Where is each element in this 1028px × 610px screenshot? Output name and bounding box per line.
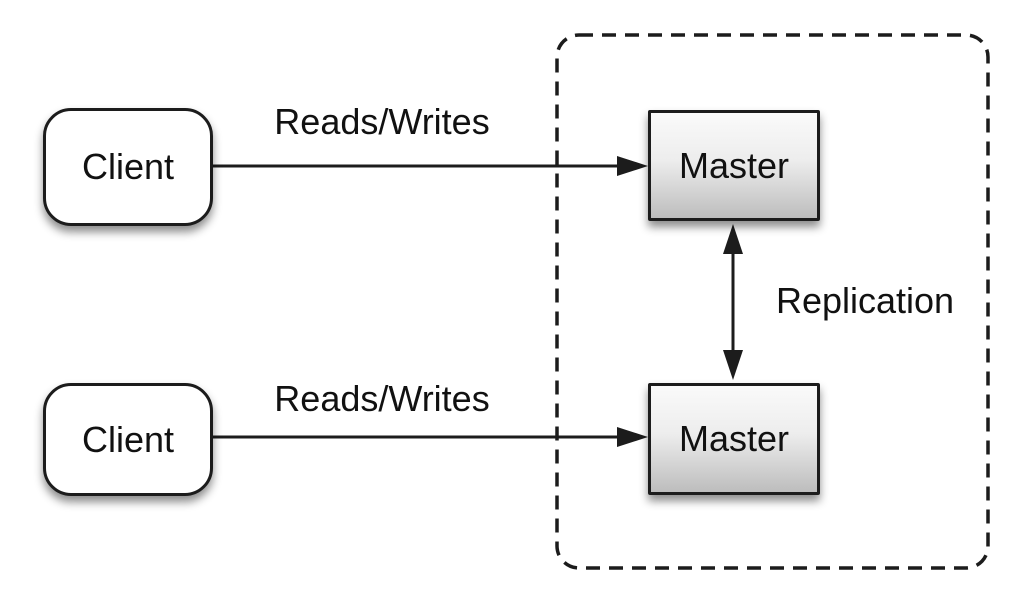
node-label: Master xyxy=(678,418,790,459)
arrow-replication xyxy=(723,224,743,380)
arrowhead-right-icon xyxy=(617,427,648,447)
node-label: Client xyxy=(81,146,175,187)
replication-boundary xyxy=(555,33,990,570)
arrow-reads-writes-bottom xyxy=(213,427,648,447)
arrowhead-down-icon xyxy=(723,350,743,380)
arrowhead-up-icon xyxy=(723,224,743,254)
edge-label-replication: Replication xyxy=(775,280,955,321)
node-master-top: Master xyxy=(648,110,820,221)
node-client-top: Client xyxy=(43,108,213,226)
edge-label-reads-writes-bottom: Reads/Writes xyxy=(274,378,490,419)
arrowhead-right-icon xyxy=(617,156,648,176)
node-client-bottom: Client xyxy=(43,383,213,496)
arrow-reads-writes-top xyxy=(213,156,648,176)
edge-label-reads-writes-top: Reads/Writes xyxy=(274,101,490,142)
node-master-bottom: Master xyxy=(648,383,820,495)
node-label: Master xyxy=(678,144,790,186)
node-label: Client xyxy=(81,418,175,460)
